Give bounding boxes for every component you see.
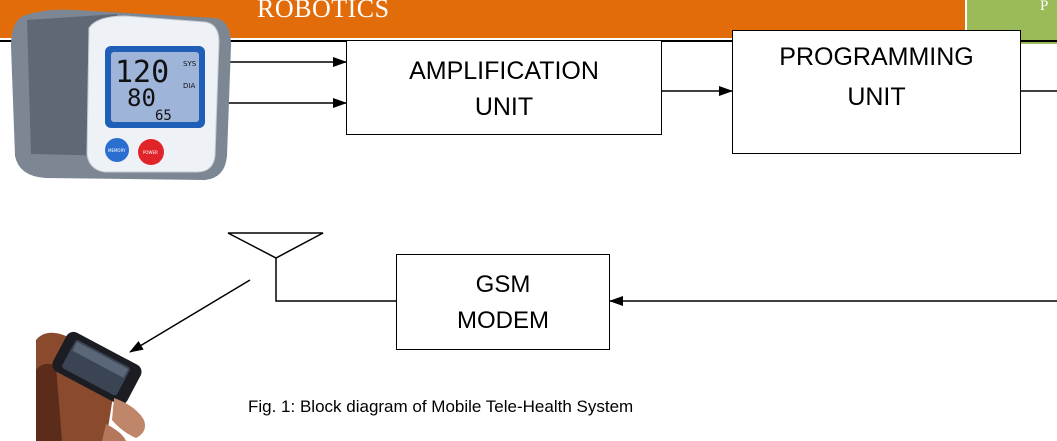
header-title: ROBOTICS xyxy=(257,0,390,23)
antenna-icon xyxy=(227,232,324,259)
amplification-label-line1: AMPLIFICATION xyxy=(409,57,599,85)
programming-label-line2: UNIT xyxy=(847,83,906,111)
gsm-label-line2: MODEM xyxy=(457,307,549,334)
amplification-label-line2: UNIT xyxy=(474,93,534,121)
blood-pressure-monitor-icon: 120 80 65 SYS DIA MEMORY POWER xyxy=(11,9,231,180)
gsm-to-antenna-line xyxy=(275,258,396,302)
header-tab-text: P xyxy=(1040,0,1049,14)
gsm-modem-block: GSM MODEM xyxy=(396,254,610,350)
systolic-readout: 120 xyxy=(115,55,169,90)
diastolic-readout: 80 xyxy=(127,84,156,112)
power-button xyxy=(138,139,164,165)
amplification-unit-block: AMPLIFICATION UNIT xyxy=(346,40,662,135)
antenna-to-phone-arrow xyxy=(129,279,251,353)
pulse-readout: 65 xyxy=(155,108,172,124)
figure-caption: Fig. 1: Block diagram of Mobile Tele-Hea… xyxy=(248,397,634,416)
gsm-label-line1: GSM xyxy=(475,271,531,298)
mobile-phone-icon xyxy=(36,331,145,441)
memory-button xyxy=(105,138,129,162)
programming-label-line1: PROGRAMMING xyxy=(779,43,974,71)
sys-label: SYS xyxy=(183,60,197,68)
programming-unit-block: PROGRAMMING UNIT xyxy=(732,30,1021,154)
dia-label: DIA xyxy=(183,82,195,90)
memory-button-label: MEMORY xyxy=(108,148,126,153)
power-button-label: POWER xyxy=(143,150,158,155)
